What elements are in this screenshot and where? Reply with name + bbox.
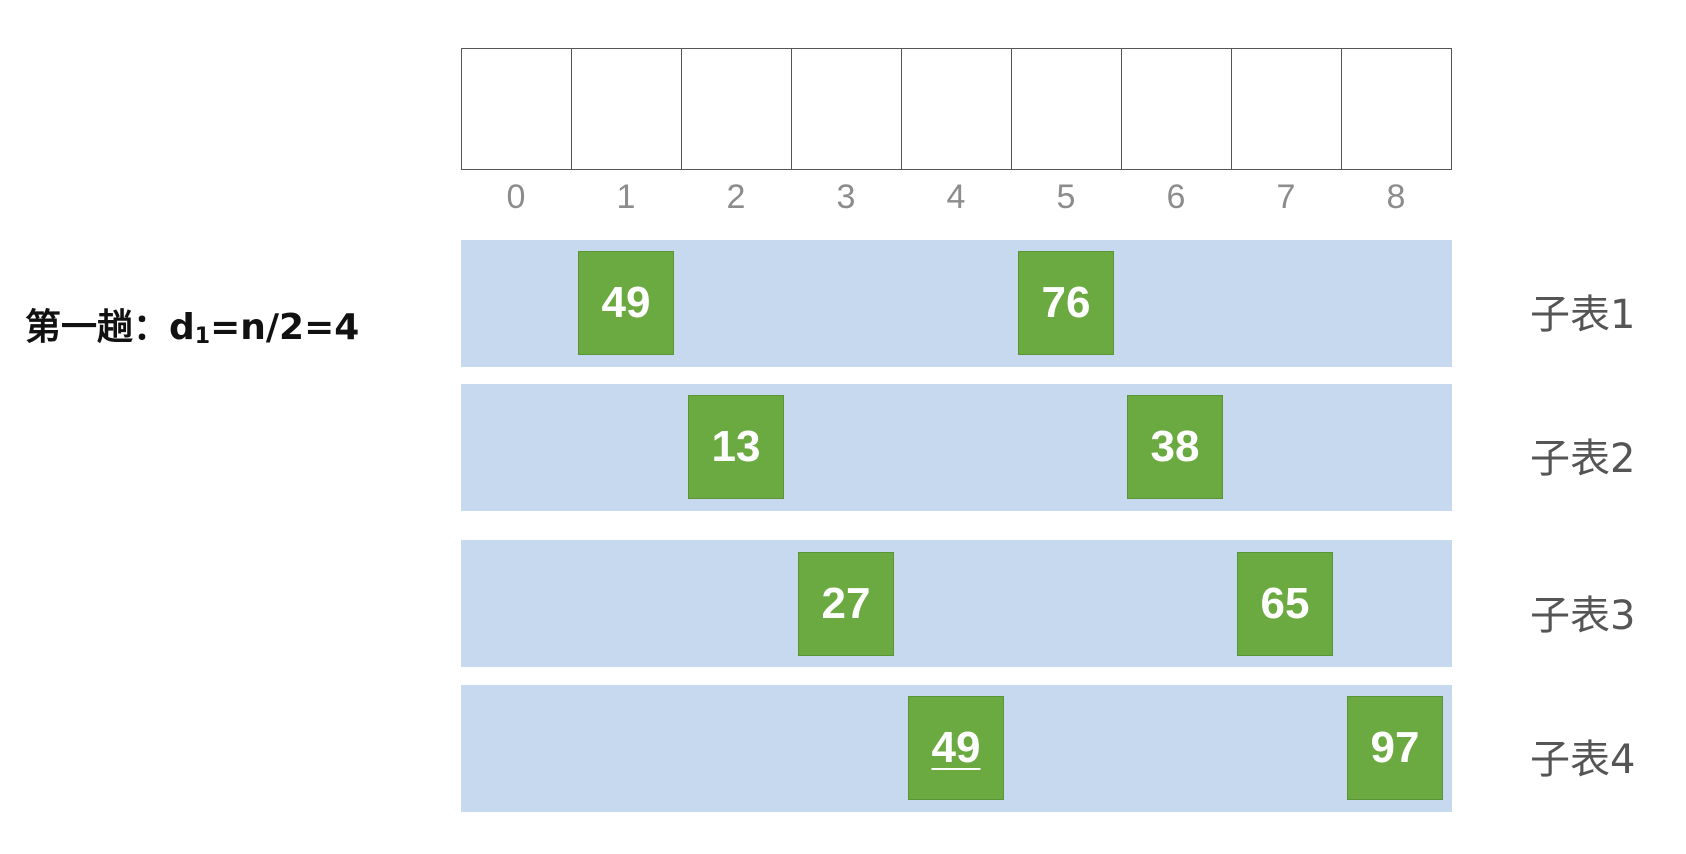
array-cell bbox=[572, 48, 682, 170]
sublist-1-label: 子表1 bbox=[1530, 292, 1636, 338]
sublist-3-item-2: 65 bbox=[1237, 552, 1333, 656]
array-cell bbox=[462, 48, 572, 170]
sublist-1-item-1: 49 bbox=[578, 251, 674, 355]
index-label-6: 6 bbox=[1166, 178, 1186, 216]
sublist-4-label: 子表4 bbox=[1530, 737, 1636, 783]
sublist-2-item-1: 13 bbox=[688, 395, 784, 499]
index-label-5: 5 bbox=[1056, 178, 1076, 216]
index-label-8: 8 bbox=[1386, 178, 1406, 216]
sublist-2-item-2: 38 bbox=[1127, 395, 1223, 499]
index-label-4: 4 bbox=[946, 178, 966, 216]
pass-label-subscript: 1 bbox=[194, 324, 211, 349]
array-cell bbox=[792, 48, 902, 170]
pass-label: 第一趟：d1=n/2=4 bbox=[25, 298, 359, 350]
array-cell bbox=[1122, 48, 1232, 170]
array-cell bbox=[902, 48, 1012, 170]
pass-label-prefix: 第一趟：d bbox=[25, 307, 195, 348]
array-cell bbox=[1342, 48, 1452, 170]
sublist-1-item-2: 76 bbox=[1018, 251, 1114, 355]
array-cell bbox=[1232, 48, 1342, 170]
array-cell bbox=[682, 48, 792, 170]
array-cell bbox=[1012, 48, 1122, 170]
sublist-3-item-1: 27 bbox=[798, 552, 894, 656]
index-label-2: 2 bbox=[726, 178, 746, 216]
index-label-0: 0 bbox=[506, 178, 526, 216]
sublist-3-label: 子表3 bbox=[1530, 593, 1636, 639]
sublist-4-item-1: 49 bbox=[908, 696, 1004, 800]
pass-label-suffix: =n/2=4 bbox=[210, 307, 360, 348]
index-label-7: 7 bbox=[1276, 178, 1296, 216]
sublist-2-label: 子表2 bbox=[1530, 436, 1636, 482]
empty-array bbox=[461, 48, 1452, 170]
index-label-3: 3 bbox=[836, 178, 856, 216]
sublist-2-strip bbox=[461, 384, 1452, 511]
index-label-1: 1 bbox=[616, 178, 636, 216]
sublist-4-item-2: 97 bbox=[1347, 696, 1443, 800]
